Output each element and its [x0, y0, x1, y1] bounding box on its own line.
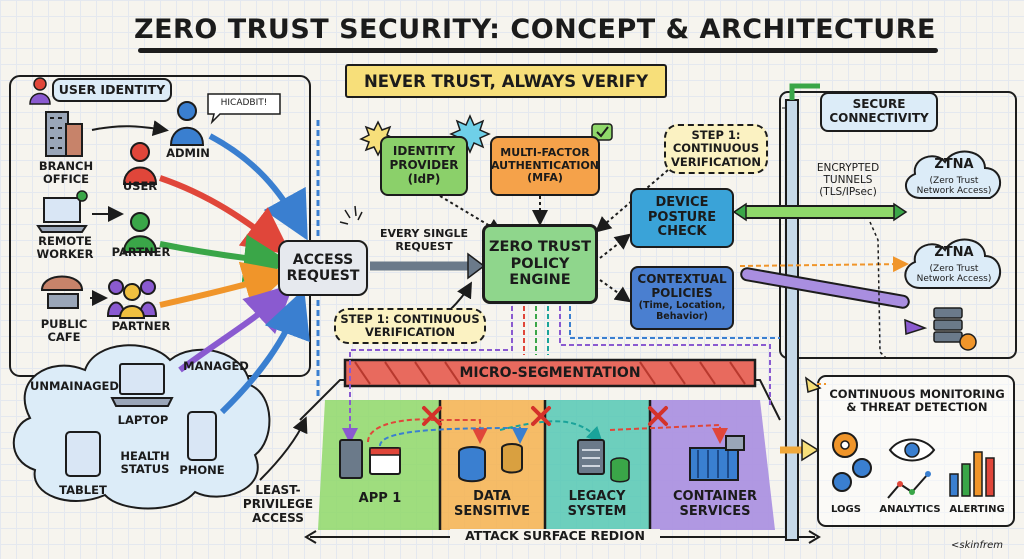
alerting-bar-icon — [949, 451, 995, 497]
unmanaged-label: UNMAINAGED — [30, 379, 119, 393]
speech-bubble — [207, 93, 281, 125]
encrypted-tunnels-label: ENCRYPTED TUNNELS (TLS/IPsec) — [816, 162, 880, 199]
tunnel-bottom — [740, 267, 910, 309]
user-label-remote: REMOTE WORKER — [36, 234, 94, 262]
laptop-label: LAPTOP — [117, 413, 169, 427]
database-icon — [458, 443, 523, 483]
secure-connectivity-box: SECURE CONNECTIVITY — [820, 92, 938, 132]
eye-icon — [888, 438, 936, 462]
user-label-admin: ADMIN — [166, 146, 210, 160]
every-single-request-label: EVERY SINGLE REQUEST — [380, 227, 468, 253]
arrow-branch-admin — [91, 120, 169, 137]
segment-label-app1: APP 1 — [358, 491, 402, 506]
ztna-cloud-1 — [905, 150, 1001, 199]
user-identity-icon — [29, 77, 51, 105]
managed-label: MANAGED — [183, 359, 249, 373]
cafe-icon — [40, 275, 84, 309]
server-icon — [339, 439, 401, 479]
segment-label-legacy: LEGACY SYSTEM — [567, 489, 627, 519]
server-stack-icon — [933, 307, 977, 351]
user-label-partner: PARTNER — [111, 245, 171, 259]
tunnel-top — [739, 205, 901, 219]
partner-person-icon — [122, 212, 158, 253]
ztna-cloud-2 — [904, 238, 1001, 289]
ztna-subtitle-1: (Zero Trust Network Access) — [916, 176, 992, 197]
monitoring-title: CONTINUOUS MONITORING & THREAT DETECTION — [829, 387, 1005, 415]
user-label-user: USER — [122, 179, 158, 193]
laptop-icon — [110, 363, 174, 407]
step1-bottom-box: STEP 1: CONTINUOUS VERIFICATION — [334, 308, 486, 344]
legacy-server-icon — [577, 439, 630, 483]
phone-label: PHONE — [179, 463, 225, 477]
user-label-branch: BRANCH OFFICE — [38, 159, 94, 187]
arrow-partner — [159, 234, 292, 283]
page-title: ZERO TRUST SECURITY: CONCEPT & ARCHITECT… — [134, 14, 936, 45]
device-posture-box: DEVICE POSTURE CHECK — [630, 188, 734, 248]
arrow-partner-group — [159, 261, 292, 308]
admin-person-icon — [169, 101, 205, 146]
user-identity-header: USER IDENTITY — [52, 78, 172, 102]
tablet-icon — [65, 431, 101, 477]
ztna-title-2: ZTNA — [934, 245, 974, 260]
remote-laptop-icon — [36, 190, 88, 233]
least-privilege-label: LEAST- PRIVILEGE ACCESS — [242, 483, 314, 525]
contextual-policies-box: CONTEXTUAL POLICIES (Time, Location, Beh… — [630, 266, 734, 330]
user-label-partner-group: PARTNER — [111, 319, 171, 333]
segment-label-data: DATA SENSITIVE — [454, 489, 530, 519]
container-icon — [689, 435, 745, 481]
access-request-box: ACCESS REQUEST — [278, 240, 368, 296]
sparkle-icon — [339, 205, 363, 225]
analytics-line-icon — [887, 471, 931, 499]
speech-text: HICADBIT! — [220, 98, 268, 108]
title-underline — [138, 48, 938, 53]
ztna-subtitle-2: (Zero Trust Network Access) — [916, 264, 992, 285]
partner-group-icon — [106, 279, 158, 319]
contextual-policies-title: CONTEXTUAL POLICIES — [637, 272, 727, 301]
attack-surface-label: ATTACK SURFACE REDION — [450, 528, 660, 544]
mfa-box: MULTI-FACTOR AUTHENTICATION (MFA) — [490, 136, 600, 196]
gears-icon — [832, 432, 872, 492]
idp-box: IDENTITY PROVIDER (IdP) — [380, 136, 468, 196]
arrow-user — [159, 175, 292, 256]
monitoring-item-analytics: ANALYTICS — [879, 504, 941, 515]
block-x-icon — [422, 406, 668, 426]
ztna-title-1: ZTNA — [934, 157, 974, 172]
banner: NEVER TRUST, ALWAYS VERIFY — [345, 64, 667, 98]
contextual-policies-detail: (Time, Location, Behavior) — [638, 299, 726, 322]
signature: <skinfrem — [950, 540, 1004, 551]
tablet-label: TABLET — [59, 483, 107, 497]
micro-segmentation-label: MICRO-SEGMENTATION — [459, 365, 641, 381]
policy-engine-box: ZERO TRUST POLICY ENGINE — [482, 224, 598, 304]
micro-segmentation-bar — [343, 358, 757, 388]
monitoring-item-alerting: ALERTING — [949, 504, 1005, 515]
user-label-cafe: PUBLIC CAFE — [40, 317, 88, 345]
health-status-label: HEALTH STATUS — [120, 449, 170, 477]
step1-top-box: STEP 1: CONTINUOUS VERIFICATION — [664, 124, 768, 174]
arrow-phone — [219, 288, 310, 415]
segment-label-container: CONTAINER SERVICES — [673, 489, 757, 519]
user-person-icon — [122, 142, 158, 185]
phone-icon — [187, 411, 217, 461]
building-icon — [45, 111, 83, 157]
arrow-admin — [208, 133, 308, 241]
monitoring-item-logs: LOGS — [831, 504, 861, 515]
